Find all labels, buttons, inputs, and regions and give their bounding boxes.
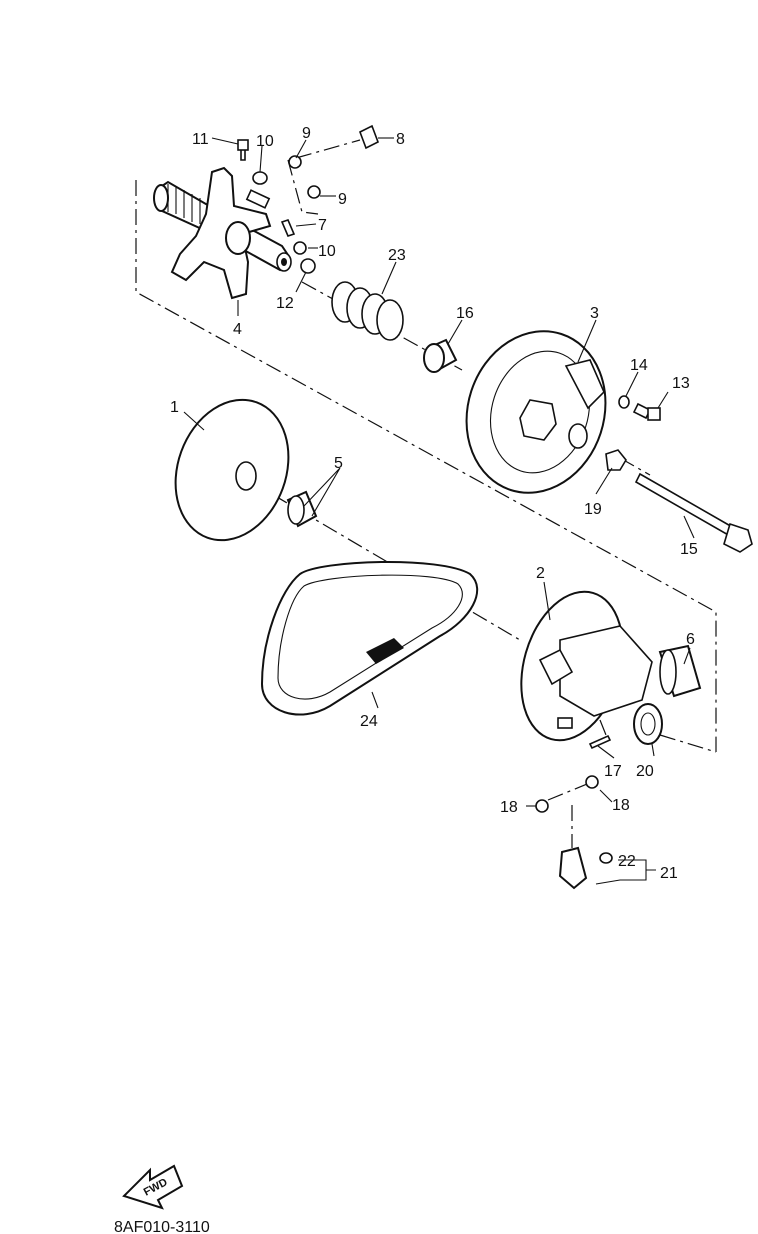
label-21: 21 (660, 865, 678, 882)
movable-sheave-cover (465, 330, 607, 494)
label-11: 11 (192, 131, 209, 148)
secondary-sheave (520, 590, 653, 742)
label-18-left: 18 (500, 799, 518, 816)
cover-bolt-washer (618, 395, 661, 421)
label-6: 6 (686, 631, 695, 648)
label-2: 2 (536, 565, 545, 582)
label-19: 19 (584, 501, 602, 518)
forward-direction-arrow: FWD (122, 1164, 184, 1210)
label-10-lower: 10 (318, 243, 336, 260)
label-8: 8 (396, 131, 405, 148)
label-4: 4 (233, 321, 242, 338)
label-23: 23 (388, 247, 406, 264)
label-15: 15 (680, 541, 698, 558)
collar (423, 338, 458, 373)
label-12: 12 (276, 295, 294, 312)
secondary-small-parts (535, 734, 613, 890)
drive-belt (260, 561, 479, 716)
diagram-code: 8AF010-3110 (114, 1219, 210, 1234)
label-17: 17 (604, 763, 622, 780)
label-3: 3 (590, 305, 599, 322)
label-10-upper: 10 (256, 133, 274, 150)
label-9-lower: 9 (338, 191, 347, 208)
label-18-right: 18 (612, 797, 630, 814)
label-24: 24 (360, 713, 378, 730)
spring (331, 281, 404, 341)
leader-lines (183, 137, 695, 885)
label-5: 5 (334, 455, 343, 472)
label-9-upper: 9 (302, 125, 311, 142)
label-1: 1 (170, 399, 179, 416)
part-number-labels: 1 2 3 4 5 6 7 8 9 9 10 10 11 12 13 14 15… (170, 125, 698, 882)
label-13: 13 (672, 375, 690, 392)
label-16: 16 (456, 305, 474, 322)
label-20: 20 (636, 763, 654, 780)
long-bolt-and-nut (605, 449, 753, 553)
label-14: 14 (630, 357, 648, 374)
primary-shaft-spider (153, 166, 292, 300)
sleeve-and-seal (633, 644, 702, 745)
label-22: 22 (618, 853, 636, 870)
label-7: 7 (318, 217, 327, 234)
fixed-sheave (174, 398, 290, 542)
shaft-hardware (237, 124, 380, 274)
